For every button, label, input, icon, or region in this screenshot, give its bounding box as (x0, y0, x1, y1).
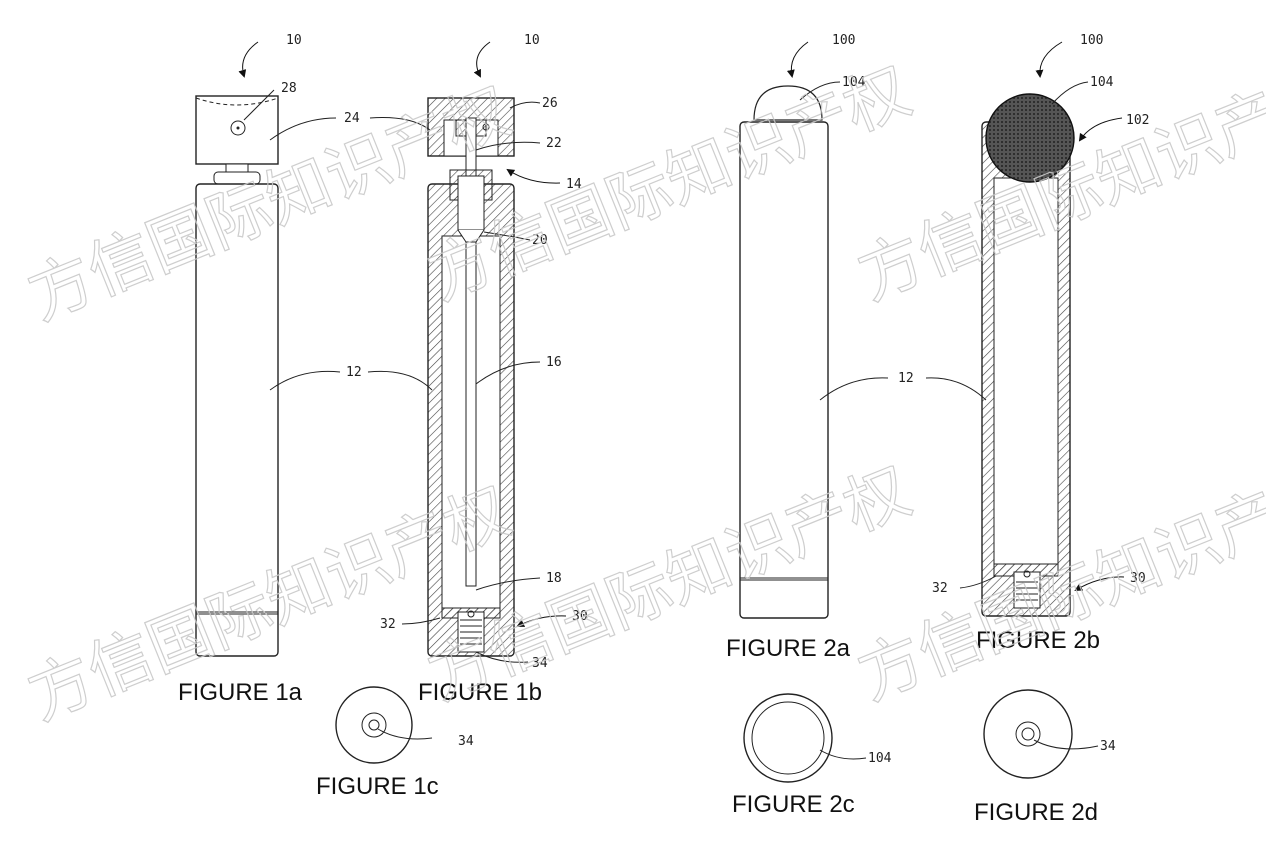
ref-label-32-fig2b: 32 (932, 581, 948, 596)
caption-figure-2d: FIGURE 2d (974, 799, 1098, 826)
caption-figure-1b: FIGURE 1b (418, 679, 542, 706)
ref-label-16: 16 (546, 355, 562, 370)
caption-figure-2c: FIGURE 2c (732, 791, 855, 818)
caption-figure-1a: FIGURE 1a (178, 679, 303, 706)
ref-label-34-fig1b: 34 (532, 656, 548, 671)
ref-label-34-fig2d: 34 (1100, 739, 1116, 754)
ref-label-30-fig2b: 30 (1130, 571, 1146, 586)
figure-2d-drawing: 34 FIGURE 2d (974, 689, 1116, 826)
figure-1b-drawing: 10 24 26 22 14 20 12 16 18 32 30 34 FIGU… (344, 33, 588, 706)
ref-label-26: 26 (542, 96, 558, 111)
figure-2b-drawing: 100 104 102 12 32 30 FIGURE 2b (898, 33, 1149, 654)
ref-label-104-fig2b: 104 (1090, 75, 1114, 90)
ref-label-12-fig1b: 12 (346, 365, 362, 380)
ref-label-10-fig1b: 10 (524, 33, 540, 48)
ref-label-20: 20 (532, 233, 548, 248)
ref-label-32-fig1b: 32 (380, 617, 396, 632)
caption-figure-2a: FIGURE 2a (726, 635, 851, 662)
ref-label-10-fig1a: 10 (286, 33, 302, 48)
ref-label-102: 102 (1126, 113, 1149, 128)
ref-label-22: 22 (546, 136, 562, 151)
ref-label-24: 24 (344, 111, 360, 126)
ref-label-12-fig2b: 12 (898, 371, 914, 386)
figure-1c-drawing: 34 FIGURE 1c (316, 686, 474, 800)
ref-label-104-fig2a: 104 (842, 75, 866, 90)
ref-label-100-fig2b: 100 (1080, 33, 1103, 48)
ref-label-28: 28 (281, 81, 297, 96)
ref-label-14: 14 (566, 177, 582, 192)
caption-figure-1c: FIGURE 1c (316, 773, 439, 800)
figure-2c-drawing: 104 FIGURE 2c (732, 693, 892, 818)
caption-figure-2b: FIGURE 2b (976, 627, 1100, 654)
ref-label-100-fig2a: 100 (832, 33, 855, 48)
ref-label-30-fig1b: 30 (572, 609, 588, 624)
ref-label-34-fig1c: 34 (458, 734, 474, 749)
figure-2a-drawing: 100 104 FIGURE 2a (726, 33, 889, 662)
ref-label-104-fig2c: 104 (868, 751, 892, 766)
figure-1a-drawing: 10 28 FIGURE 1a (178, 33, 341, 706)
ref-label-18: 18 (546, 571, 562, 586)
